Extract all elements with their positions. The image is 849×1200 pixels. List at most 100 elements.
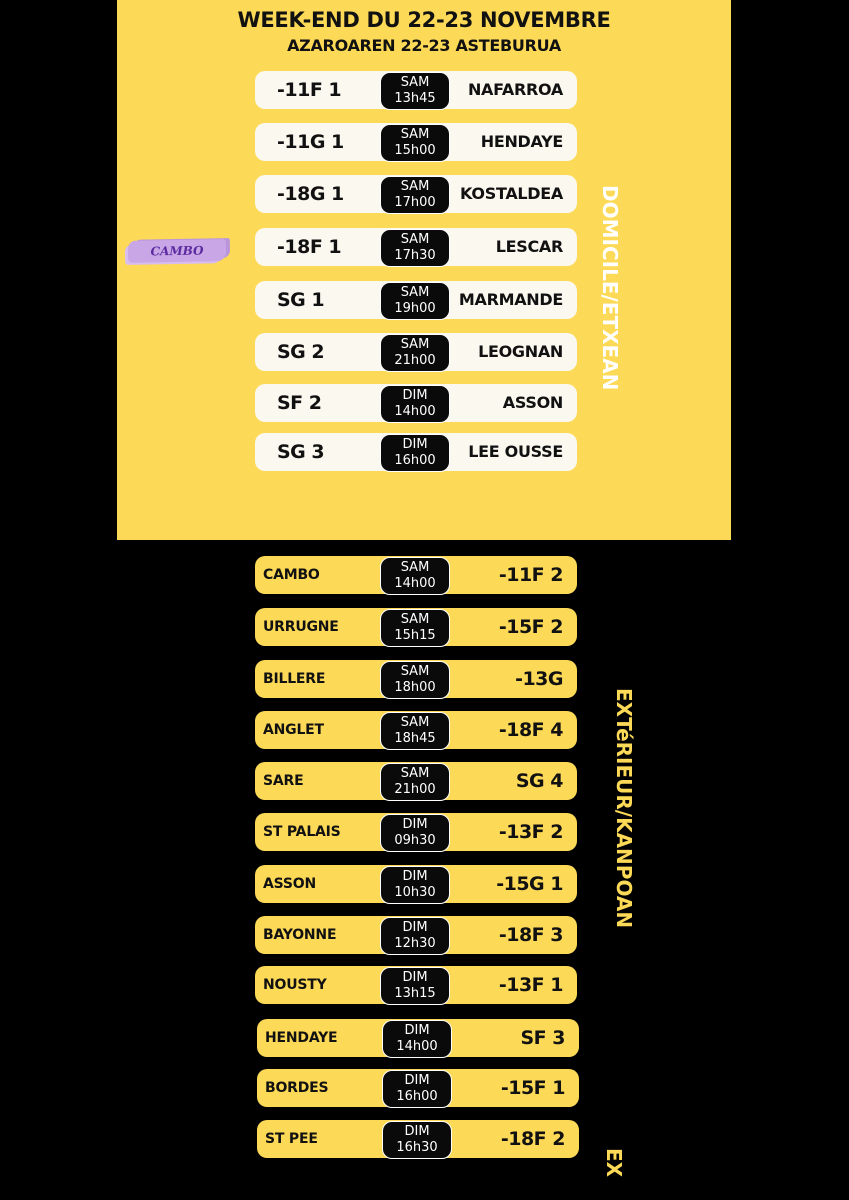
away-team: -15F 1 (500, 1077, 566, 1099)
away-team: SG 4 (515, 770, 564, 792)
opponent-team: ASSON (502, 393, 564, 412)
opponent-team: ANGLET (263, 722, 324, 738)
match-day: SAM (400, 232, 430, 247)
match-time: 16h00 (394, 453, 436, 468)
home-team: SG 1 (277, 289, 325, 311)
match-day: DIM (404, 1073, 430, 1088)
opponent-team: BILLERE (263, 671, 326, 687)
away-team: -15F 2 (498, 616, 564, 638)
opponent-team: ST PALAIS (263, 824, 341, 840)
match-time: 12h30 (394, 936, 436, 951)
opponent-team: ASSON (263, 876, 316, 892)
opponent-team: LESCAR (495, 237, 564, 256)
match-time: 09h30 (394, 833, 436, 848)
opponent-team: NAFARROA (467, 80, 563, 99)
match-day: DIM (404, 1124, 430, 1139)
home-team: SF 2 (277, 392, 322, 414)
match-day: SAM (400, 179, 430, 194)
match-day: DIM (402, 388, 428, 403)
opponent-team: HENDAYE (480, 132, 564, 151)
match-day: SAM (400, 285, 430, 300)
match-time: 17h30 (394, 248, 436, 263)
opponent-team: KOSTALDEA (460, 184, 563, 203)
match-day: SAM (400, 715, 430, 730)
away-side-label: EXTéRIEUR/KANPOAN (612, 688, 636, 929)
match-day: DIM (402, 817, 428, 832)
match-day: SAM (400, 766, 430, 781)
opponent-team: LEOGNAN (478, 342, 563, 361)
away-team: -13F 2 (498, 821, 564, 843)
away-team: -18F 4 (498, 719, 564, 741)
page-title: WEEK-END DU 22-23 NOVEMBRE (237, 8, 611, 32)
away-side-label-repeat: EX (602, 1148, 626, 1178)
home-side-label: DOMICILE/ETXEAN (598, 185, 622, 391)
away-team: -13F 1 (498, 974, 564, 996)
match-time: 16h00 (396, 1089, 438, 1104)
opponent-team: URRUGNE (263, 619, 339, 635)
match-time: 21h00 (394, 353, 436, 368)
match-time: 19h00 (394, 301, 436, 316)
home-team: SG 3 (277, 441, 325, 463)
opponent-team: MARMANDE (458, 290, 563, 309)
away-team: -18F 2 (500, 1128, 566, 1150)
match-time: 21h00 (394, 782, 436, 797)
match-day: DIM (402, 970, 428, 985)
opponent-team: SARE (263, 773, 304, 789)
opponent-team: ST PEE (265, 1131, 318, 1147)
home-team: -18F 1 (277, 236, 342, 258)
match-time: 13h15 (394, 986, 436, 1001)
match-time: 14h00 (396, 1039, 438, 1054)
home-team: SG 2 (277, 341, 325, 363)
match-time: 17h00 (394, 195, 436, 210)
away-team: SF 3 (520, 1027, 566, 1049)
match-time: 14h00 (394, 404, 436, 419)
opponent-team: BORDES (265, 1080, 329, 1096)
match-day: DIM (402, 869, 428, 884)
match-day: SAM (400, 612, 430, 627)
match-day: SAM (400, 664, 430, 679)
away-team: -13G (515, 668, 563, 690)
match-day: DIM (402, 437, 428, 452)
away-team: -15G 1 (496, 873, 563, 895)
opponent-team: NOUSTY (263, 977, 327, 993)
match-day: SAM (400, 337, 430, 352)
match-time: 15h00 (394, 143, 436, 158)
match-day: SAM (400, 560, 430, 575)
away-team: -18F 3 (498, 924, 564, 946)
match-time: 13h45 (394, 91, 436, 106)
opponent-team: CAMBO (263, 567, 320, 583)
